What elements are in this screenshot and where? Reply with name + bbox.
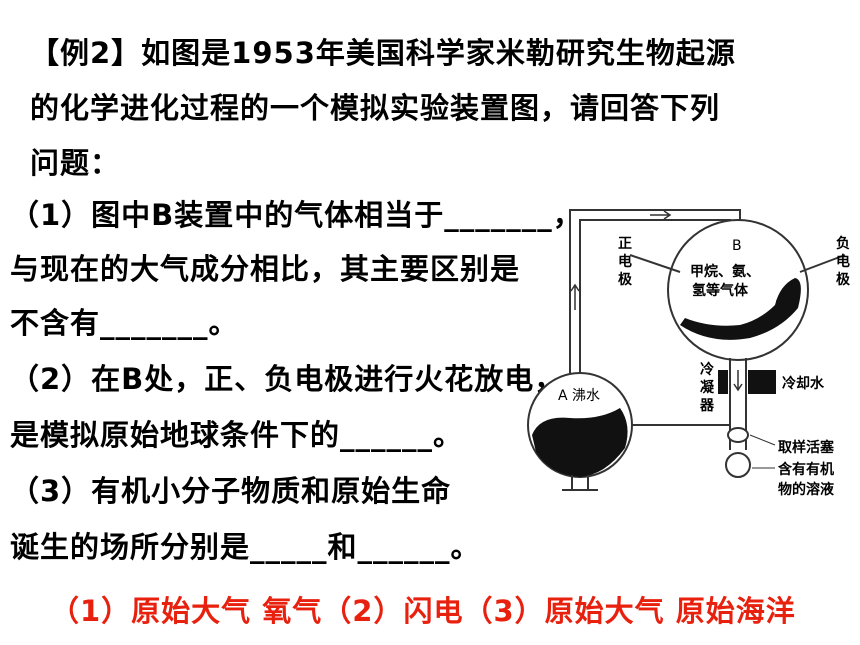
negative-electrode-label-3: 极 xyxy=(836,271,851,288)
question-1-line-1: （1）图中B装置中的气体相当于_______， xyxy=(10,198,583,232)
question-2-line-2: 是模拟原始地球条件下的______。 xyxy=(10,418,464,452)
question-line-3: 问题： xyxy=(30,146,121,180)
negative-electrode-label-2: 电 xyxy=(836,253,850,270)
question-3-line-1: （3）有机小分子物质和原始生命 xyxy=(10,474,452,508)
condenser-label-2: 凝 xyxy=(700,380,715,396)
stopcock xyxy=(727,427,749,443)
solution-label-2: 物的溶液 xyxy=(778,481,835,498)
question-line-1: 【例2】如图是1953年美国科学家米勒研究生物起源 xyxy=(30,36,736,70)
flask-b-gas-label-2: 氢等气体 xyxy=(692,282,749,299)
positive-electrode-label-3: 极 xyxy=(618,271,633,288)
question-1-line-3: 不含有_______。 xyxy=(10,306,239,340)
negative-electrode-wire xyxy=(799,254,846,273)
positive-electrode-wire xyxy=(629,254,681,273)
flask-b-label: B xyxy=(732,238,742,254)
condenser-down-arrow xyxy=(733,370,743,392)
flask-b-bubble xyxy=(776,298,784,306)
flask-a-label: A 沸水 xyxy=(558,388,600,404)
negative-electrode-label-1: 负 xyxy=(836,235,850,252)
question-3-line-2: 诞生的场所分别是_____和______。 xyxy=(10,530,481,564)
condenser-jacket-left xyxy=(718,370,728,394)
condenser-jacket-right xyxy=(748,370,776,394)
question-1-line-2: 与现在的大气成分相比，其主要区别是 xyxy=(10,252,521,286)
flask-b-gas-label-1: 甲烷、氨、 xyxy=(690,263,760,280)
question-line-2: 的化学进化过程的一个模拟实验装置图，请回答下列 xyxy=(30,91,721,125)
flow-arrow-up xyxy=(570,283,580,310)
flow-arrow-right xyxy=(650,210,672,220)
solution-label-1: 含有有机 xyxy=(778,461,834,478)
stopcock-leader xyxy=(749,434,776,446)
positive-electrode-label-2: 电 xyxy=(618,253,632,270)
solution-flask xyxy=(725,452,751,478)
answer-line: （1）原始大气 氧气（2）闪电（3）原始大气 原始海洋 xyxy=(50,594,796,628)
flask-a-neck xyxy=(571,475,589,490)
condenser-label-1: 冷 xyxy=(700,361,714,378)
miller-apparatus-diagram: 正 电 极 负 电 极 B 甲烷、氨、 氢等气体 A 沸水 冷 凝 器 冷却水 … xyxy=(527,209,851,498)
question-2-line-1: （2）在B处，正、负电极进行火花放电， xyxy=(10,362,565,396)
flask-b-bubble xyxy=(783,285,793,295)
flask-a-water xyxy=(532,408,628,477)
condenser-label-3: 器 xyxy=(699,398,715,414)
sampling-stopcock-label: 取样活塞 xyxy=(778,439,835,456)
positive-electrode-label-1: 正 xyxy=(618,236,632,252)
flask-b-mixture xyxy=(680,278,801,340)
cooling-water-label: 冷却水 xyxy=(782,375,825,392)
